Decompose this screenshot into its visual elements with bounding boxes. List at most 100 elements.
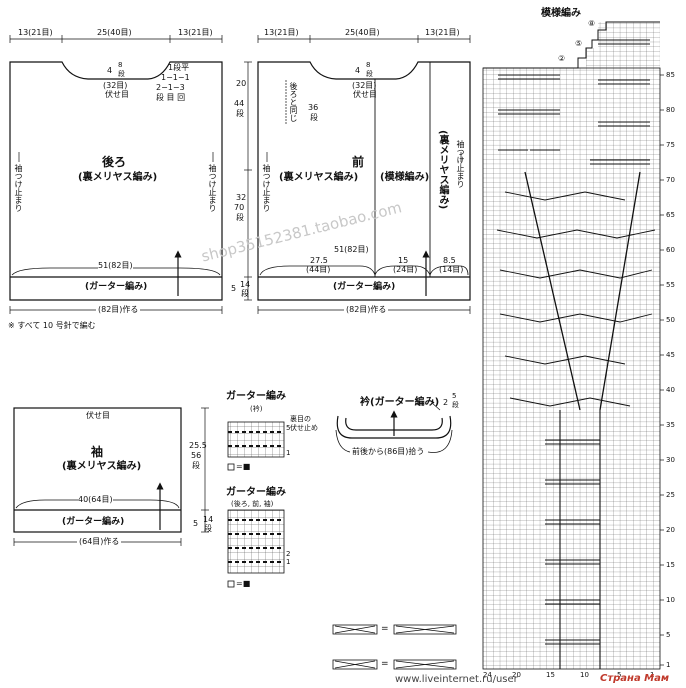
- front-title: 前: [352, 155, 365, 169]
- front-reverse-label: (裏メリヤス編み): [437, 130, 448, 210]
- back-pickup: 51(82目): [98, 261, 133, 270]
- pattern-col-1: 1: [650, 671, 655, 679]
- garter-collar-sub: (衿): [250, 405, 263, 413]
- back-sleeve-mark-right: 袖つけ止まり: [208, 164, 217, 212]
- garter-collar-note-1: 裏目の: [290, 415, 311, 423]
- back-dim-left: 13(21目): [18, 28, 53, 37]
- sleeve-title: 袖: [91, 445, 104, 459]
- front-pickup: 51(82目): [334, 245, 369, 254]
- garter-chart-body: [227, 509, 285, 588]
- front-dim-left: 13(21目): [264, 28, 299, 37]
- pattern-row-45: 45: [666, 351, 675, 359]
- pattern-circled-2: ②: [558, 54, 566, 63]
- pattern-row-60: 60: [666, 246, 675, 254]
- sleeve-cast-on: (64目)作る: [77, 537, 122, 546]
- garter-body-title: ガーター編み: [226, 487, 286, 498]
- back-shaping-line-3: 2−1−3: [156, 83, 185, 92]
- pattern-row-30: 30: [666, 456, 675, 464]
- back-border: (ガーター編み): [85, 282, 148, 292]
- back-subtitle: (裏メリヤス編み): [78, 172, 158, 183]
- pattern-row-35: 35: [666, 421, 675, 429]
- front-neck-rows: 4: [355, 66, 361, 75]
- front-dim-right: 13(21目): [425, 28, 460, 37]
- back-neck-bind-label: 伏せ目: [105, 90, 129, 99]
- pattern-row-70: 70: [666, 176, 675, 184]
- sleeve-side-unit-1: 段: [192, 461, 200, 470]
- back-neck-rows-num: 8: [118, 61, 123, 69]
- pattern-chart-grid: [482, 21, 661, 670]
- garter-collar-legend: =■: [236, 462, 251, 471]
- site-watermark: www.liveinternet.ru/user: [395, 674, 518, 685]
- front-sleeve-mark-right: 袖つけ止まり: [456, 140, 465, 188]
- back-sleeve-mark-left: 袖つけ止まり: [14, 164, 23, 212]
- sleeve-pickup: 40(64目): [78, 495, 113, 504]
- pattern-circled-8: ⑧: [588, 19, 596, 28]
- pattern-chart-cables: [496, 39, 656, 669]
- front-neck-bind-count: (32目): [352, 81, 377, 90]
- front-subtitle: (裏メリヤス編み): [279, 172, 359, 183]
- back-title: 後ろ: [102, 155, 127, 169]
- front-neck-bind-label: 伏せ目: [353, 90, 377, 99]
- sleeve-side-unit-2: 段: [204, 524, 212, 533]
- back-side-rows-2: 70: [234, 203, 245, 212]
- back-neck-rows: 4: [107, 66, 113, 75]
- garter-collar-title: ガーター編み: [226, 391, 286, 402]
- sleeve-side-rows-1: 56: [191, 451, 202, 460]
- back-side-cm-1: 20: [236, 79, 247, 88]
- pattern-chart-title: 模様編み: [541, 8, 581, 19]
- pattern-row-1: 1: [666, 661, 671, 669]
- garter-body-legend: =■: [236, 579, 251, 588]
- front-rows-36-unit: 段: [310, 113, 318, 122]
- front-dim-center: 25(40目): [345, 28, 380, 37]
- back-dim-right: 13(21目): [178, 28, 213, 37]
- pattern-circled-5: ⑤: [575, 39, 583, 48]
- garter-body-sub: (後ろ, 前, 袖): [231, 500, 274, 508]
- collar-title: 衿(ガーター編み): [360, 397, 440, 408]
- back-neck-bind-count: (32目): [103, 81, 128, 90]
- back-cast-on: (82目)作る: [96, 305, 141, 314]
- sleeve-side-cm-1: 25.5: [189, 441, 207, 450]
- front-cast-on: (82目)作る: [344, 305, 389, 314]
- collar-outline: [335, 402, 453, 453]
- collar-rows-unit: 段: [452, 401, 459, 409]
- brand-watermark: Страна Мам: [600, 673, 670, 684]
- garter-body-row-1: 1: [286, 558, 291, 566]
- legend-equals-2: =: [381, 659, 389, 669]
- pattern-col-5: 5: [617, 671, 622, 679]
- back-side-rows-3: 14: [240, 280, 251, 289]
- front-border: (ガーター編み): [333, 282, 396, 292]
- back-neck-rows-unit: 段: [118, 70, 125, 78]
- pattern-col-20: 20: [512, 671, 521, 679]
- pattern-row-20: 20: [666, 526, 675, 534]
- back-side-unit-1: 段: [236, 109, 244, 118]
- pattern-row-5: 5: [666, 631, 671, 639]
- legend-equals-1: =: [381, 624, 389, 634]
- sleeve-side-rows-2: 14: [203, 515, 214, 524]
- back-side-cm-2: 32: [236, 193, 247, 202]
- collar-rows: 2: [443, 398, 449, 407]
- collar-rows-num: 5: [452, 392, 457, 400]
- front-width-3: 8.5: [443, 256, 456, 265]
- pattern-row-25: 25: [666, 491, 675, 499]
- pattern-row-80: 80: [666, 106, 675, 114]
- pattern-col-24: 24: [483, 671, 492, 679]
- pattern-row-15: 15: [666, 561, 675, 569]
- front-rows-36: 36: [308, 103, 319, 112]
- pattern-col-10: 10: [580, 671, 589, 679]
- sleeve-bind-off: 伏せ目: [86, 411, 110, 420]
- front-width-2: 15: [398, 256, 409, 265]
- front-same-as-back: 後ろと同じ: [289, 82, 298, 122]
- back-side-unit-3: 段: [241, 289, 249, 298]
- sleeve-side-cm-2: 5: [193, 519, 199, 528]
- front-width-2-st: (24目): [393, 265, 418, 274]
- front-piece-outline: [257, 61, 471, 301]
- pattern-row-65: 65: [666, 211, 675, 219]
- back-side-cm-3: 5: [231, 284, 237, 293]
- garter-collar-row-5: 5: [286, 424, 291, 432]
- pattern-row-10: 10: [666, 596, 675, 604]
- pattern-row-85: 85: [666, 71, 675, 79]
- pattern-row-75: 75: [666, 141, 675, 149]
- pattern-chart-tick-marks: [660, 74, 664, 666]
- back-shaping-line-4: 段 目 回: [156, 93, 186, 102]
